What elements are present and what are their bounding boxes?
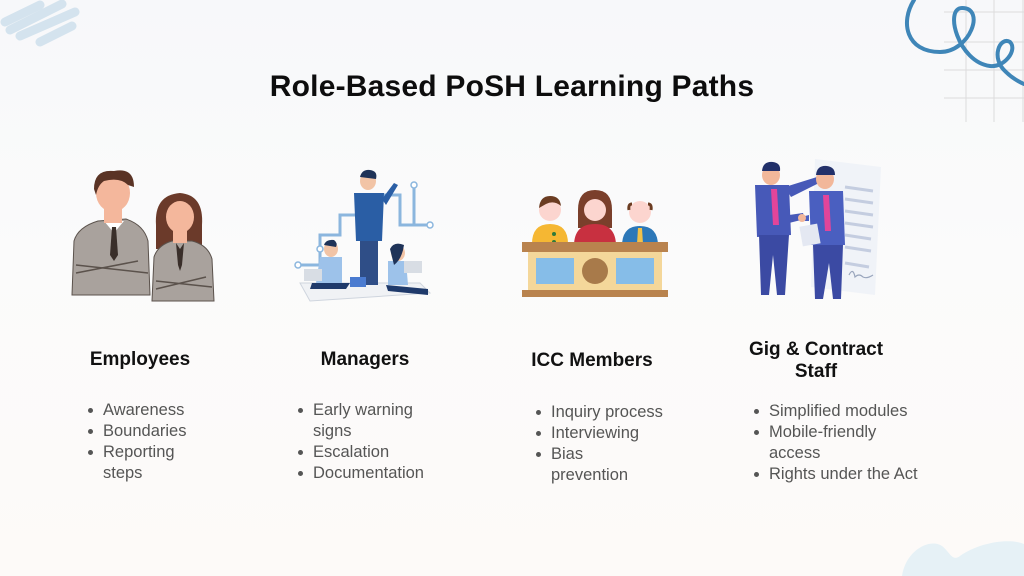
bullet-item: Bias prevention (534, 444, 664, 486)
bullet-item: Escalation (296, 442, 456, 463)
bullet-item: Early warning signs (296, 400, 456, 442)
column-heading: ICC Members (531, 350, 653, 371)
bullet-list: Awareness Boundaries Reporting steps (86, 400, 216, 484)
bullet-item: Rights under the Act (752, 464, 932, 485)
bullet-item: Reporting steps (86, 442, 216, 484)
bullet-item: Interviewing (534, 423, 664, 444)
bullet-list: Early warning signs Escalation Documenta… (296, 400, 456, 484)
column-heading: Employees (89, 349, 191, 370)
column-heading: Managers (320, 349, 410, 370)
bullet-list: Inquiry process Interviewing Bias preven… (534, 402, 664, 486)
squiggle-grid-decoration (905, 0, 1024, 122)
bullet-item: Simplified modules (752, 401, 932, 422)
bullet-item: Boundaries (86, 421, 216, 442)
bullet-item: Inquiry process (534, 402, 664, 423)
managers-illustration (294, 169, 434, 302)
bullet-item: Awareness (86, 400, 216, 421)
bullet-item: Documentation (296, 463, 456, 484)
employees-illustration (71, 170, 215, 302)
icc-members-illustration (522, 190, 668, 297)
slide-title: Role-Based PoSH Learning Paths (269, 70, 755, 103)
wave-blob-decoration (902, 541, 1024, 576)
gig-contract-illustration (755, 159, 881, 299)
bullet-item: Mobile-friendly access (752, 422, 932, 464)
bullet-list: Simplified modules Mobile-friendly acces… (752, 401, 932, 485)
column-heading: Gig & Contract Staff (748, 339, 884, 382)
brush-stroke-decoration (0, 0, 80, 47)
